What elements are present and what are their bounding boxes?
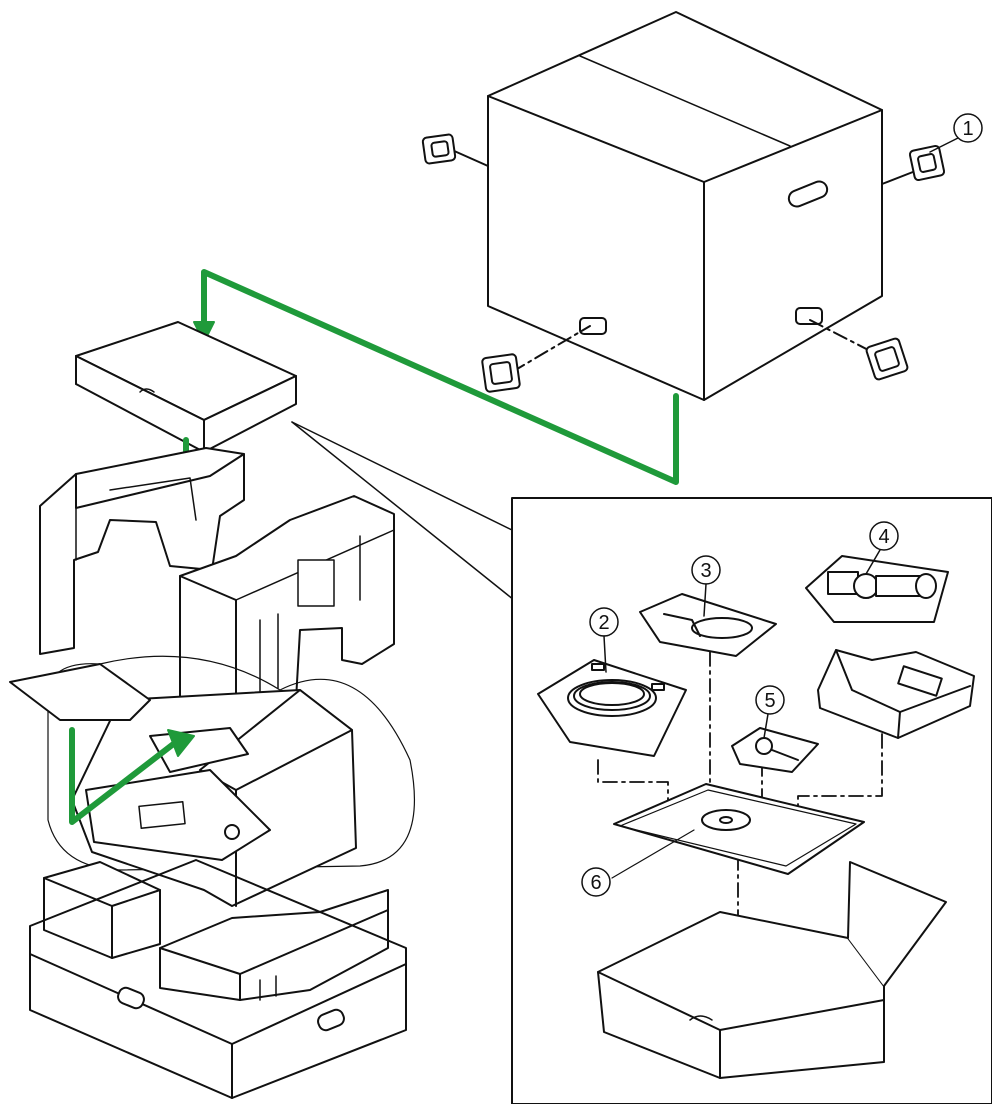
small-part-bag [731,727,819,773]
roller-module-part [805,555,949,623]
handle-icon [865,337,909,381]
callout-5: 5 [764,690,775,712]
hand-hole-icon [117,986,145,1010]
handle-icon [481,353,521,393]
callout-1: 1 [962,118,973,140]
small-open-box [817,649,975,739]
handle-icon [908,144,946,182]
bottom-tray [29,859,407,1099]
cable-coil-a [537,659,687,757]
accessory-detail-panel [511,497,992,1105]
outer-carton [487,11,883,401]
callout-6: 6 [590,872,601,894]
arrow-label-icon [297,559,335,607]
callout-3: 3 [700,560,711,582]
callout-2: 2 [598,612,609,634]
detail-leader-line [291,421,515,601]
cable-coil-b [639,593,777,657]
foam-cushion-bottom-right [159,889,389,1001]
scanner-device [9,655,416,907]
insert-tray [611,783,865,879]
foam-cushion-right [179,495,395,725]
accessory-box [75,321,297,453]
large-open-box [597,861,947,1079]
power-button-icon [224,824,240,840]
carton-handle-icons [421,133,946,393]
hand-hole-icon [317,1008,345,1032]
green-arrow-tray [69,727,195,825]
callout-labels: 1 2 3 4 5 6 [581,113,983,897]
callout-4: 4 [878,526,889,548]
foam-cushion-bottom-left [43,861,161,959]
detail-leader-line [291,421,513,531]
foam-cushion-left [39,447,245,655]
handle-icon [421,133,457,165]
